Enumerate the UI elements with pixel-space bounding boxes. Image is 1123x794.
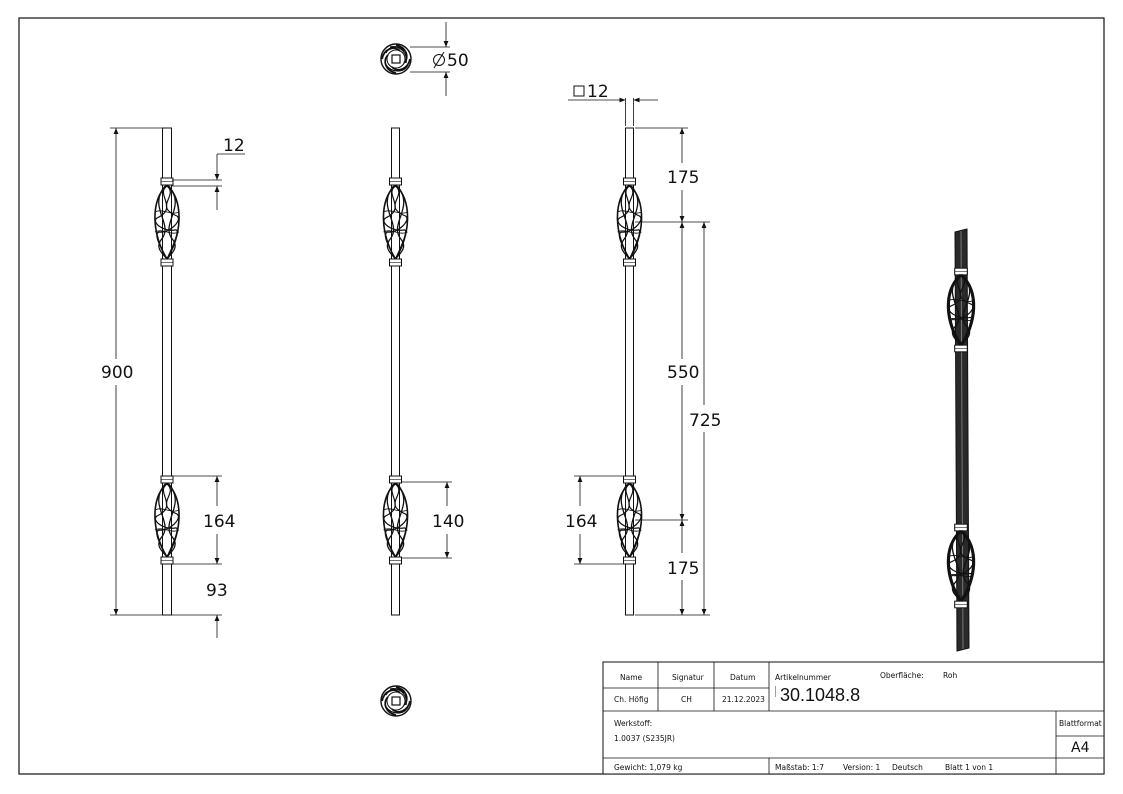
tb-article-number: 30.1048.8 <box>780 685 860 705</box>
dimension-lower-basket: 164 <box>172 475 235 565</box>
dimension-bottom-offset: 93 <box>172 581 228 638</box>
tb-material-value: 1.0037 (S235JR) <box>614 734 675 743</box>
dimension-square: 12 <box>568 82 658 126</box>
tb-version: Version: 1 <box>843 763 880 772</box>
dim-900: 900 <box>101 363 133 383</box>
tb-material-label: Werkstoff: <box>614 719 652 728</box>
top-view-rosette <box>380 43 412 75</box>
bottom-view-rosette <box>380 685 412 717</box>
tb-weight: Gewicht: 1,079 kg <box>614 763 683 772</box>
tb-language: Deutsch <box>892 763 923 772</box>
front-view-middle <box>382 127 409 616</box>
dim-square-12: 12 <box>587 82 609 102</box>
side-view-right <box>616 127 643 616</box>
tb-article-label: Artikelnummer <box>775 673 832 682</box>
title-block: Name Signatur Datum Ch. Höfig CH 21.12.2… <box>602 661 1105 775</box>
tb-signature-value: CH <box>681 695 692 704</box>
tb-scale: Maßstab: 1:7 <box>775 763 824 772</box>
dimension-top-offset: 175 <box>635 127 710 223</box>
tb-surface-label: Oberfläche: <box>880 671 924 680</box>
tb-format-label: Blattformat <box>1059 719 1102 728</box>
dim-164-left: 164 <box>203 512 235 532</box>
dimension-diameter: 50 <box>410 22 469 96</box>
dimension-ring-height: 12 <box>172 136 245 210</box>
tb-name-header: Name <box>620 673 643 682</box>
dimension-bottom-offset-right: 175 <box>667 520 699 615</box>
sheet-border <box>18 17 1105 775</box>
tb-signature-header: Signatur <box>672 673 705 682</box>
dimension-basket-center: 140 <box>401 481 464 559</box>
dim-175-bottom: 175 <box>667 559 699 579</box>
dimension-lower-basket-right: 164 <box>565 475 624 565</box>
dimension-top-to-bottom: 725 <box>635 222 721 616</box>
dim-550: 550 <box>667 363 699 383</box>
tb-surface-value: Roh <box>943 671 957 680</box>
dim-93: 93 <box>206 581 228 601</box>
dim-175-top: 175 <box>667 168 699 188</box>
isometric-view <box>946 228 976 652</box>
dimension-basket-spacing: 550 <box>635 222 699 521</box>
front-view-left <box>154 127 180 616</box>
dim-164-right: 164 <box>565 512 597 532</box>
tb-name-value: Ch. Höfig <box>614 695 649 704</box>
dim-725: 725 <box>689 411 721 431</box>
tb-date-header: Datum <box>730 673 755 682</box>
dim-12-ring: 12 <box>223 136 245 156</box>
tb-format-value: A4 <box>1071 740 1090 756</box>
dimension-overall-height: 900 <box>101 127 162 616</box>
tb-sheet: Blatt 1 von 1 <box>945 763 993 772</box>
dim-diameter-50: 50 <box>447 51 469 71</box>
tb-date-value: 21.12.2023 <box>722 695 765 704</box>
dim-140: 140 <box>432 512 464 532</box>
